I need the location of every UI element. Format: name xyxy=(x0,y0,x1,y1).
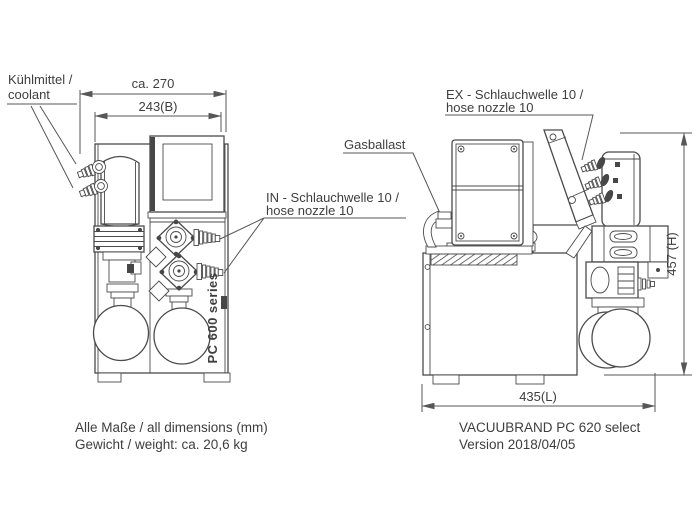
inlet-label-line2: hose nozzle 10 xyxy=(266,203,353,218)
series-badge: PC 600 series xyxy=(205,272,220,363)
coolant-label-line2: coolant xyxy=(8,87,50,102)
weight-note: Gewicht / weight: ca. 20,6 kg xyxy=(75,437,248,452)
callout-exhaust: EX - Schlauchwelle 10 / hose nozzle 10 xyxy=(445,87,594,161)
coolant-label-line1: Kühlmittel / xyxy=(8,72,73,87)
vent-grille xyxy=(430,253,518,266)
condenser-side xyxy=(601,151,641,228)
vacuum-flask-side-front xyxy=(591,308,651,368)
gas-ballast-leader-line xyxy=(343,152,440,212)
version-label: Version 2018/04/05 xyxy=(459,437,575,452)
callout-gas-ballast: Gasballast xyxy=(343,137,440,212)
dimensions-note: Alle Maße / all dimensions (mm) xyxy=(75,420,268,435)
inlet-label-line1: IN - Schlauchwelle 10 / xyxy=(266,190,399,205)
title-block: VACUUBRAND PC 620 select Version 2018/04… xyxy=(459,420,641,452)
coolant-nozzles-side xyxy=(584,173,622,206)
coolant-nozzle-lower xyxy=(78,182,98,198)
motor-block xyxy=(93,225,145,253)
front-view: PC 600 series xyxy=(76,135,231,383)
gas-ballast-valve xyxy=(423,210,453,248)
pump-head-cover xyxy=(451,139,524,246)
hose-nozzle-in-1 xyxy=(193,229,221,246)
vacuum-flask-front-left xyxy=(92,304,150,362)
dimension-length: 435(L) xyxy=(421,373,656,412)
dimension-overall-width: ca. 270 xyxy=(79,76,227,154)
hose-nozzle-in-2 xyxy=(196,263,224,280)
callout-coolant: Kühlmittel / coolant xyxy=(7,72,77,189)
exhaust-label-line1: EX - Schlauchwelle 10 / xyxy=(446,87,584,102)
notes-block: Alle Maße / all dimensions (mm) Gewicht … xyxy=(75,420,268,452)
dimension-body-width: 243(B) xyxy=(94,99,222,142)
gas-ballast-knob xyxy=(435,218,453,229)
condenser-front xyxy=(100,155,140,227)
side-latch xyxy=(221,296,227,309)
hose-nozzle-side xyxy=(637,277,655,291)
coolant-leader-lines xyxy=(30,105,77,189)
product-name: VACUUBRAND PC 620 select xyxy=(459,420,641,435)
exhaust-hose xyxy=(543,129,597,230)
inlet-valve-1 xyxy=(145,219,221,268)
dim-length-value: 435(L) xyxy=(519,389,557,404)
side-housing xyxy=(422,252,578,376)
callout-inlet: IN - Schlauchwelle 10 / hose nozzle 10 xyxy=(219,190,406,274)
coolant-nozzles-front xyxy=(76,160,108,198)
flask-stand-left xyxy=(102,251,142,308)
hose-nozzle-ex xyxy=(580,156,620,173)
vacuum-flask-front-right xyxy=(153,307,211,365)
exhaust-label-line2: hose nozzle 10 xyxy=(446,100,533,115)
exhaust-leader-line xyxy=(445,114,594,161)
front-foot-right xyxy=(203,372,231,383)
valve-assembly-side xyxy=(565,225,669,324)
dim-overall-width-value: ca. 270 xyxy=(132,76,175,91)
display-screen xyxy=(162,143,213,201)
side-foot-right xyxy=(515,374,545,385)
gas-ballast-label: Gasballast xyxy=(344,137,406,152)
dim-height-value: 457 (H) xyxy=(664,232,679,275)
control-panel xyxy=(147,135,227,219)
dimension-height: 457 (H) xyxy=(604,132,692,376)
inlet-valve-2 xyxy=(148,253,224,302)
coolant-nozzle-upper xyxy=(76,163,96,179)
side-view xyxy=(422,129,669,385)
front-foot-left xyxy=(97,372,122,383)
inlet-leader-lines xyxy=(219,217,265,274)
side-foot-left xyxy=(432,374,460,385)
dim-body-width-value: 243(B) xyxy=(138,99,177,114)
